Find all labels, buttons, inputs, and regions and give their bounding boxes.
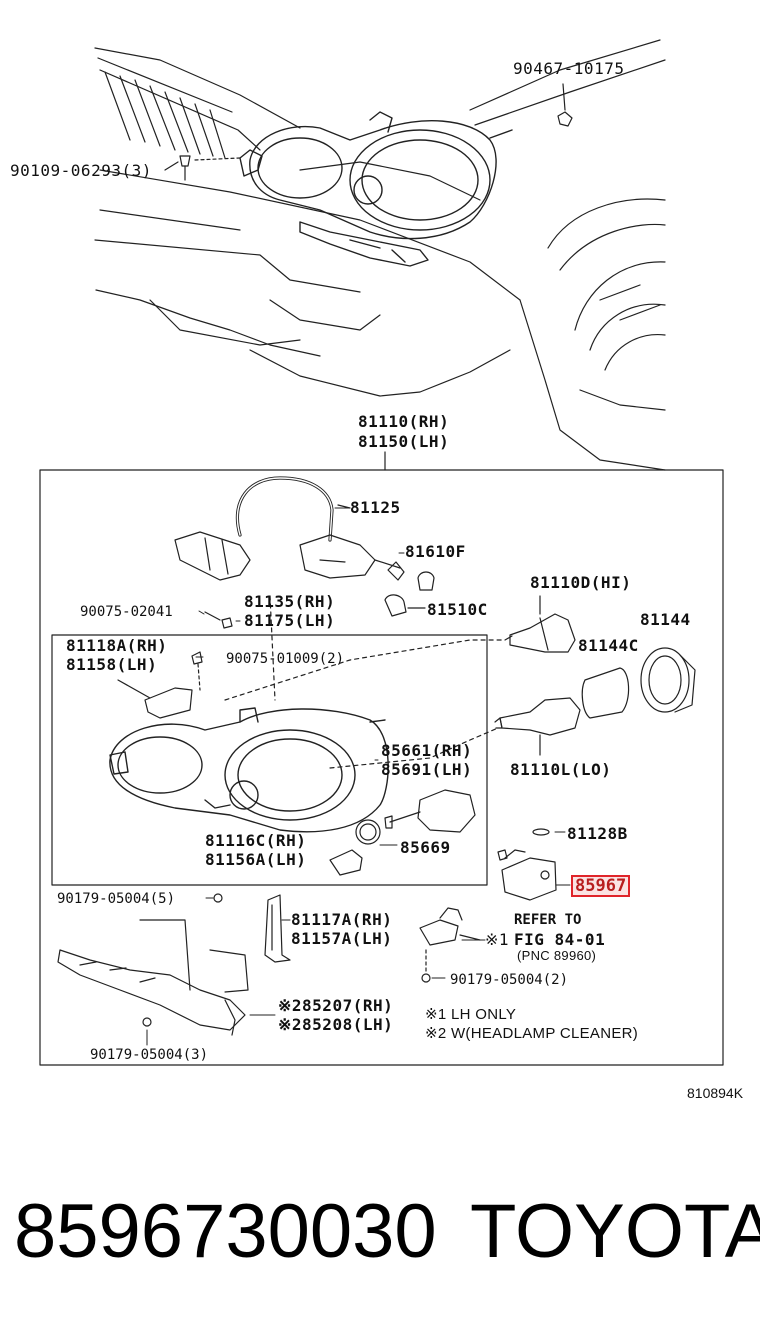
bracket-81117a (264, 894, 291, 963)
housing-subframe (51, 634, 488, 886)
label-90075-01009: 90075-01009(2) (226, 651, 345, 667)
label-81110-rh: 81110(RH) (358, 412, 450, 431)
leveling-motor-85661 (384, 789, 476, 833)
ballast-85967 (497, 849, 557, 901)
note-headlamp-cleaner: ※2 W(HEADLAMP CLEANER) (425, 1025, 639, 1042)
retainer-81144c (581, 667, 630, 719)
label-81157a: 81157A(LH) (291, 929, 393, 948)
washer-81128b (532, 828, 550, 836)
headlamp-housing (109, 707, 389, 833)
bracket-81118a (117, 679, 193, 719)
label-90179-05004-5: 90179-05004(5) (57, 891, 176, 907)
headlamp-on-car (239, 111, 513, 267)
wire-harness-81125 (174, 476, 405, 581)
label-81135: 81135(RH) (244, 592, 336, 611)
bulb-81610f (417, 571, 435, 591)
label-90179-05004-2: 90179-05004(2) (450, 972, 569, 988)
illustration-code: 810894K (687, 1085, 744, 1101)
bracket-81116c (329, 849, 363, 876)
footer-part-number: 8596730030 (14, 1189, 437, 1274)
label-refer-to: REFER TO (514, 912, 582, 928)
label-mark-1: ※1 (485, 930, 510, 949)
screws (191, 611, 233, 691)
label-fig-84-01[interactable]: FIG 84-01 (514, 930, 606, 949)
label-81110l: 81110L(LO) (510, 760, 612, 779)
label-85661: 85661(RH) (381, 741, 473, 760)
label-85669: 85669 (400, 838, 451, 857)
leader-lines (146, 507, 571, 1046)
footer-brand: TOYOTA (470, 1189, 760, 1274)
label-81144c: 81144C (578, 636, 639, 655)
label-85208: ※285208(LH) (278, 1015, 394, 1034)
label-90075-02041: 90075-02041 (80, 604, 173, 620)
bulb-81110d (504, 595, 576, 653)
label-85691: 85691(LH) (381, 760, 473, 779)
label-90179-05004-3: 90179-05004(3) (90, 1047, 209, 1063)
label-81128b: 81128B (567, 824, 628, 843)
label-81144: 81144 (640, 610, 691, 629)
bulb-81110l (494, 697, 581, 756)
label-81125: 81125 (350, 498, 401, 517)
nuts (142, 893, 431, 1027)
label-81158: 81158(LH) (66, 655, 158, 674)
label-81150-lh: 81150(LH) (358, 432, 450, 451)
label-90467-10175: 90467-10175 (513, 59, 625, 78)
label-81156a: 81156A(LH) (205, 850, 307, 869)
ring-85669 (355, 819, 381, 845)
label-pnc-89960: (PNC 89960) (517, 948, 597, 963)
cap-81144 (640, 647, 696, 713)
upper-fasteners (164, 83, 573, 181)
label-81510c: 81510C (427, 600, 488, 619)
car-body-outline (94, 39, 666, 471)
label-81610f: 81610F (405, 542, 466, 561)
bulb-81510c (384, 594, 407, 617)
headlamp-cleaner-85207 (57, 919, 249, 1036)
note-lh-only: ※1 LH ONLY (425, 1006, 517, 1023)
highlighted-part-85967[interactable]: 85967 (571, 875, 631, 897)
label-81175: 81175(LH) (244, 611, 336, 630)
label-81110d: 81110D(HI) (530, 573, 632, 592)
connector-89960 (419, 907, 481, 946)
label-81116c: 81116C(RH) (205, 831, 307, 850)
label-85207: ※285207(RH) (278, 996, 394, 1015)
label-90109-06293: 90109-06293(3) (10, 161, 152, 180)
label-81117a: 81117A(RH) (291, 910, 393, 929)
label-81118a: 81118A(RH) (66, 636, 168, 655)
assembly-frame (39, 469, 724, 1066)
